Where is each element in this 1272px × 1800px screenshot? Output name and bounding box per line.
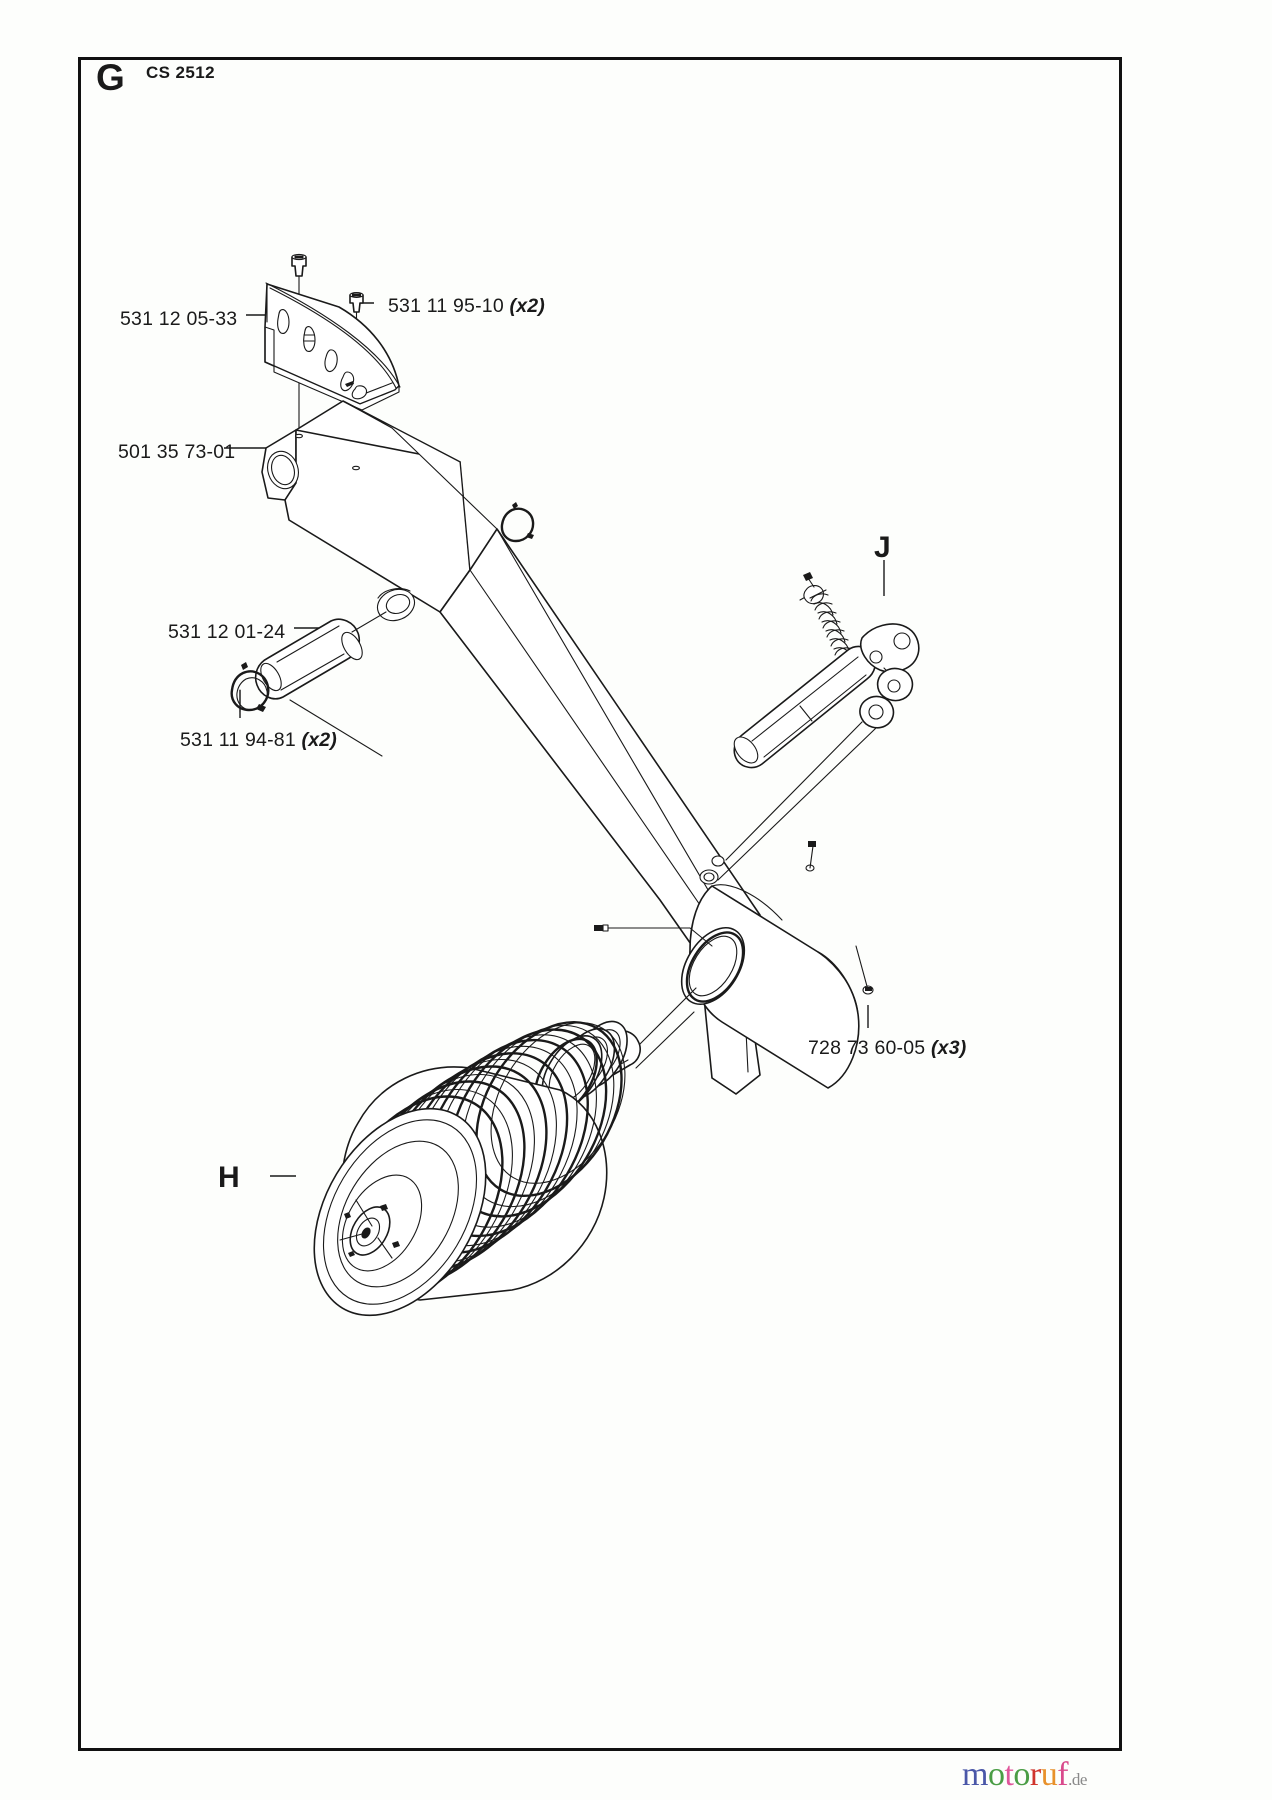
watermark-letter: o <box>987 1756 1005 1793</box>
section-letter-heading: G <box>96 57 125 98</box>
callout-screw-upper-number: 531 11 95-10 <box>388 295 504 317</box>
callout-boom-arm: 501 35 73-01 <box>118 441 235 464</box>
reference-marker-h: H <box>218 1161 240 1194</box>
callout-bolt-lower-qty: (x3) <box>930 1037 967 1059</box>
callout-pivot-pin-number: 531 12 01-24 <box>168 621 286 643</box>
watermark-letter: u <box>1040 1756 1058 1793</box>
callout-circlip-qty: (x2) <box>301 729 337 751</box>
callout-bolt-lower: 728 73 60-05 (x3) <box>808 1037 966 1060</box>
callout-screw-upper: 531 11 95-10 (x2) <box>388 295 545 318</box>
motoruf-watermark: motoruf.de <box>962 1758 1087 1792</box>
watermark-suffix: .de <box>1068 1770 1087 1789</box>
callout-bracket: 531 12 05-33 <box>120 308 237 331</box>
callout-bracket-number: 531 12 05-33 <box>120 308 238 330</box>
callout-circlip: 531 11 94-81 (x2) <box>180 729 337 752</box>
model-code-heading: CS 2512 <box>146 63 215 82</box>
watermark-letter: t <box>1004 1756 1014 1793</box>
reference-marker-j: J <box>874 531 891 564</box>
callout-screw-upper-qty: (x2) <box>509 295 545 317</box>
watermark-letter: o <box>1013 1756 1030 1793</box>
watermark-letter: r <box>1029 1756 1041 1793</box>
callout-boom-arm-number: 501 35 73-01 <box>118 441 236 463</box>
watermark-letter: m <box>962 1756 988 1793</box>
callout-circlip-number: 531 11 94-81 <box>180 729 296 751</box>
callout-bolt-lower-number: 728 73 60-05 <box>808 1037 926 1059</box>
watermark-wordmark: motoruf <box>962 1756 1069 1793</box>
watermark-letter: f <box>1057 1756 1069 1793</box>
callout-pivot-pin: 531 12 01-24 <box>168 621 285 644</box>
